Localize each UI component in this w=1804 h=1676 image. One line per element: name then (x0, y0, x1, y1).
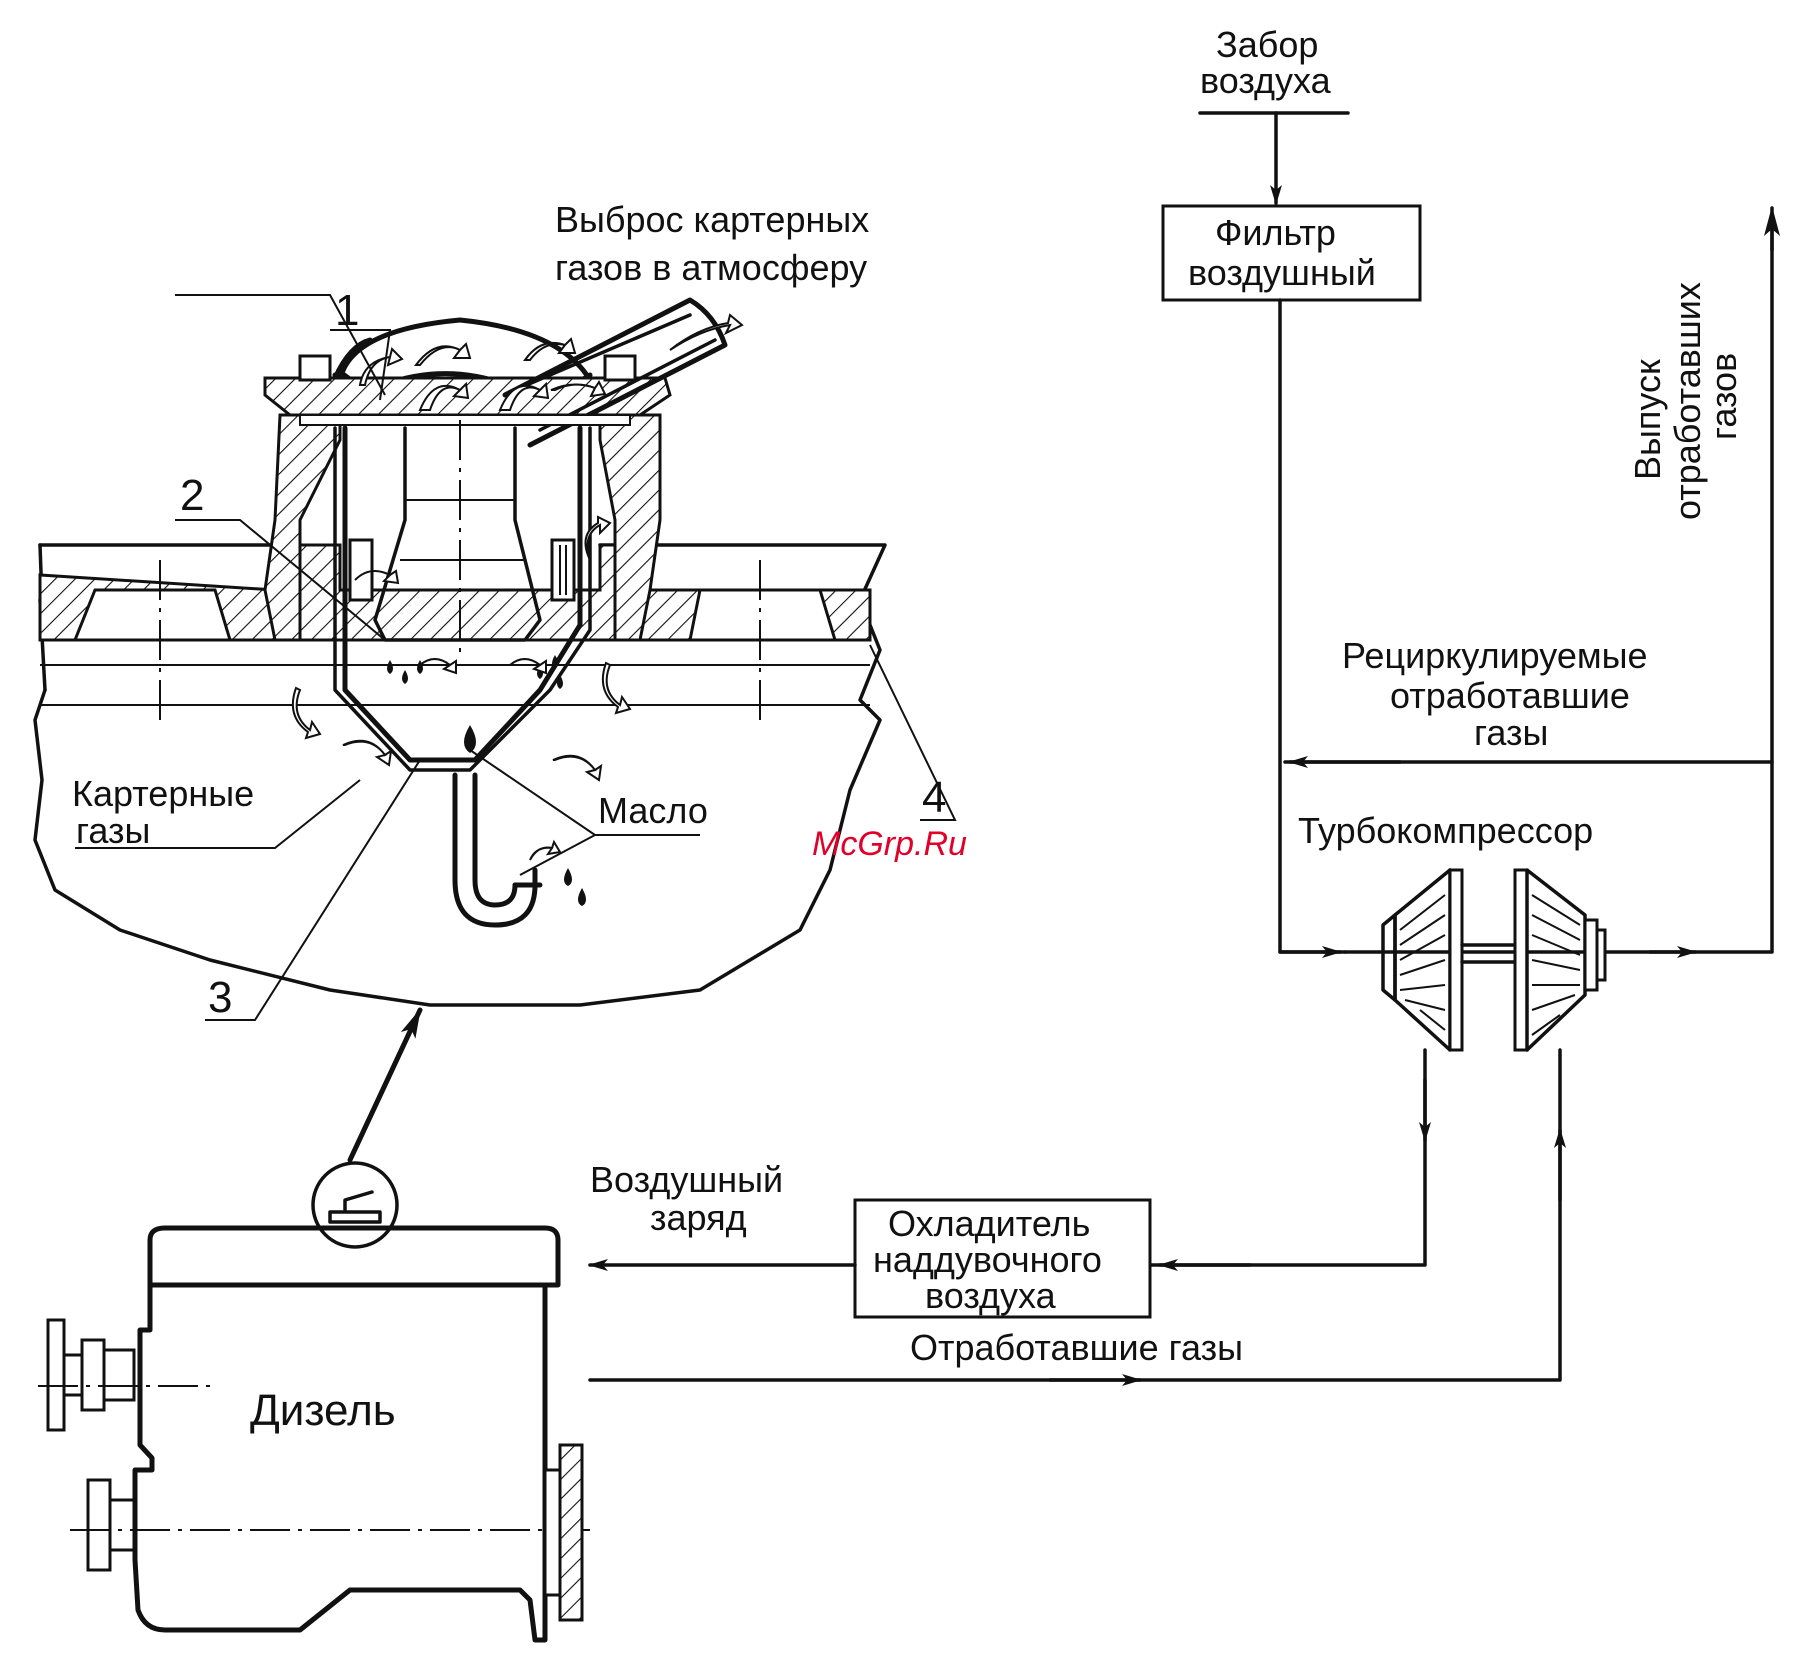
air-charge-label-2: заряд (650, 1197, 747, 1238)
crankcase-gases-label-2: газы (76, 810, 150, 851)
air-charge-label-1: Воздушный (590, 1159, 783, 1200)
intercooler-label-3: воздуха (925, 1275, 1057, 1316)
exhaust-release-label-1: Выпуск (1627, 359, 1668, 480)
oil-drop-large (464, 725, 476, 753)
breather-assembly (35, 295, 955, 1020)
callout-4: 4 (922, 773, 946, 822)
exhaust-gases-label: Отработавшие газы (910, 1327, 1243, 1368)
engine-to-breather-arrow (350, 1010, 420, 1160)
recirculated-label-1: Рециркулируемые (1342, 635, 1648, 676)
watermark: McGrp.Ru (812, 825, 967, 863)
bolt-left (300, 356, 330, 380)
oil-label: Масло (598, 790, 708, 831)
bolt-right (605, 356, 635, 380)
intercooler-label-2: наддувочного (873, 1239, 1102, 1280)
crankcase-emission-label-2: газов в атмосферу (555, 247, 867, 288)
turbocharger (1345, 870, 1605, 1050)
recirculated-label-3: газы (1474, 712, 1548, 753)
air-filter-label-1: Фильтр (1215, 212, 1336, 253)
exhaust-release-label-3: газов (1703, 353, 1744, 440)
cover-window-right (690, 590, 835, 640)
cover-window-left (75, 590, 230, 640)
crankcase-gases-label-1: Картерные (72, 773, 254, 814)
recirculated-label-2: отработавшие (1390, 675, 1630, 716)
breather-detail-circle (313, 1163, 397, 1247)
air-filter-label-2: воздушный (1188, 252, 1376, 293)
flywheel (560, 1445, 582, 1620)
turbocharger-label: Турбокомпрессор (1298, 810, 1593, 851)
drain-pipe (455, 775, 535, 925)
baffle-left (350, 540, 372, 600)
callout-2: 2 (180, 471, 204, 520)
diesel-label: Дизель (250, 1386, 396, 1435)
callout-3: 3 (208, 973, 232, 1022)
callout-1: 1 (335, 286, 359, 335)
intercooler-label-1: Охладитель (888, 1203, 1090, 1244)
exhaust-release-label-2: отработавших (1667, 282, 1708, 520)
air-intake-label-2: воздуха (1200, 60, 1332, 101)
baffle-right (552, 540, 574, 600)
gasket (300, 415, 630, 425)
air-intake-label-1: Забор (1216, 24, 1318, 65)
crankcase-emission-label-1: Выброс картерных (555, 199, 869, 240)
